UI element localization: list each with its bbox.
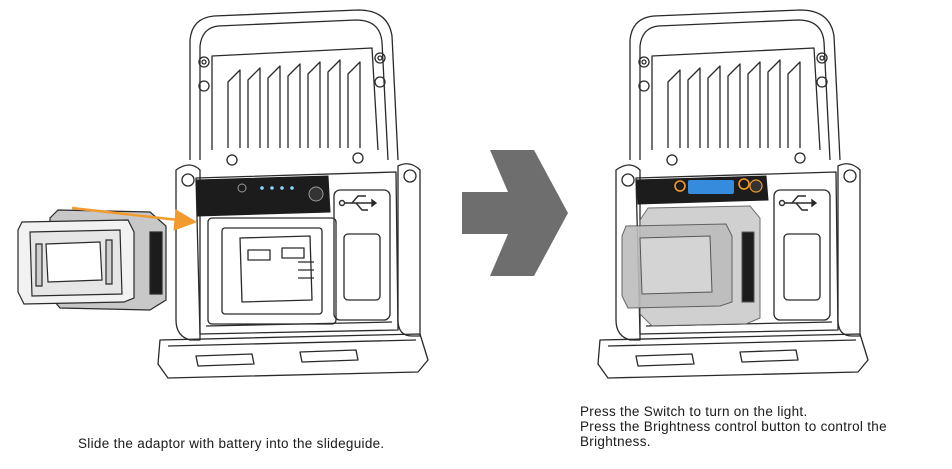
- battery-adaptor: [17, 209, 167, 311]
- work-light-right-drawing: [597, 9, 869, 379]
- heatsink-fins: [667, 59, 801, 148]
- right-bracket: [397, 163, 421, 337]
- caption-left: Slide the adaptor with battery into the …: [78, 436, 385, 451]
- housing: [195, 171, 399, 335]
- usb-icon: [338, 195, 378, 211]
- heatsink-fins: [227, 59, 361, 148]
- work-light-left-drawing: [17, 9, 429, 379]
- right-bracket: [837, 163, 861, 337]
- left-bracket: [175, 164, 201, 341]
- right-arrow-icon: [462, 150, 568, 276]
- base: [597, 333, 869, 379]
- base: [157, 333, 429, 379]
- inserted-battery: [621, 205, 761, 327]
- handle-frame: [629, 9, 841, 161]
- control-panel: [195, 175, 331, 217]
- work-light-right-figure: [560, 0, 952, 400]
- caption-right: Press the Switch to turn on the light. P…: [580, 404, 887, 449]
- slide-direction-arrow: [71, 206, 198, 231]
- left-bracket: [615, 164, 641, 341]
- work-light-left-figure: [0, 0, 440, 400]
- usb-icon: [778, 195, 818, 211]
- handle-frame: [189, 9, 399, 161]
